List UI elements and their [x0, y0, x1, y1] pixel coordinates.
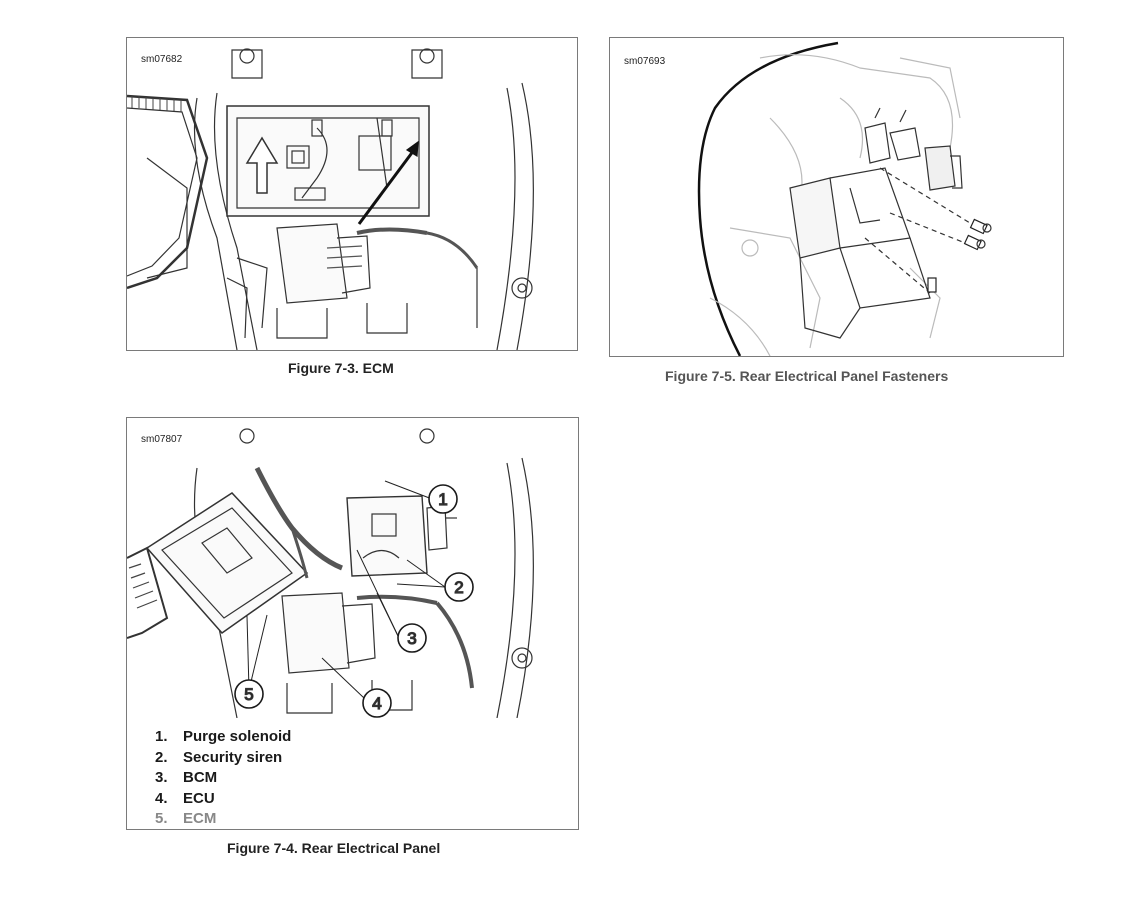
ecm-illustration [127, 48, 534, 350]
legend-label: Security siren [183, 748, 283, 766]
legend-number: 5. [155, 810, 168, 827]
legend-number: 2. [155, 748, 168, 766]
callout-2: 2 [444, 572, 474, 602]
callout-4-label: 4 [372, 694, 381, 713]
fasteners-illustration [697, 41, 992, 356]
legend-label: ECM [183, 810, 217, 827]
legend-label: BCM [183, 769, 218, 786]
callout-5-label: 5 [244, 685, 253, 704]
legend-item: 3. BCM [155, 768, 291, 789]
callout-1: 1 [428, 484, 458, 514]
legend-number: 4. [155, 789, 168, 807]
figure-caption-fasteners: Figure 7-5. Rear Electrical Panel Fasten… [665, 368, 949, 384]
legend-item: 4. ECU [155, 789, 291, 810]
legend-label: ECU [183, 789, 215, 807]
callout-5: 5 [234, 679, 264, 709]
rear-panel-illustration: 1 2 3 4 5 [127, 428, 534, 718]
figure-ecm: sm07682 [126, 37, 578, 351]
legend-number: 3. [155, 769, 168, 786]
figure-rear-electrical-panel: sm07807 [126, 417, 579, 830]
figure-id-label: sm07693 [624, 56, 666, 67]
legend-item: 2. Security siren [155, 748, 291, 769]
legend-item: 5. ECM [155, 809, 291, 829]
legend-label: Purge solenoid [183, 728, 292, 745]
figure-rear-electrical-panel-fasteners: sm07693 [609, 37, 1064, 357]
callout-4: 4 [362, 688, 392, 718]
figure-caption-rear-panel: Figure 7-4. Rear Electrical Panel [227, 840, 441, 856]
callout-2-label: 2 [454, 578, 463, 597]
legend-number: 1. [155, 728, 168, 745]
callout-3-label: 3 [407, 629, 416, 648]
legend-list: 1. Purge solenoid 2. Security siren 3. B… [155, 727, 291, 829]
callout-1-label: 1 [438, 490, 447, 509]
callout-3: 3 [397, 623, 427, 653]
figure-id-label: sm07682 [141, 54, 183, 65]
figure-caption-ecm: Figure 7-3. ECM [288, 360, 394, 376]
legend-item: 1. Purge solenoid [155, 727, 291, 748]
figure-id-label: sm07807 [141, 434, 183, 445]
